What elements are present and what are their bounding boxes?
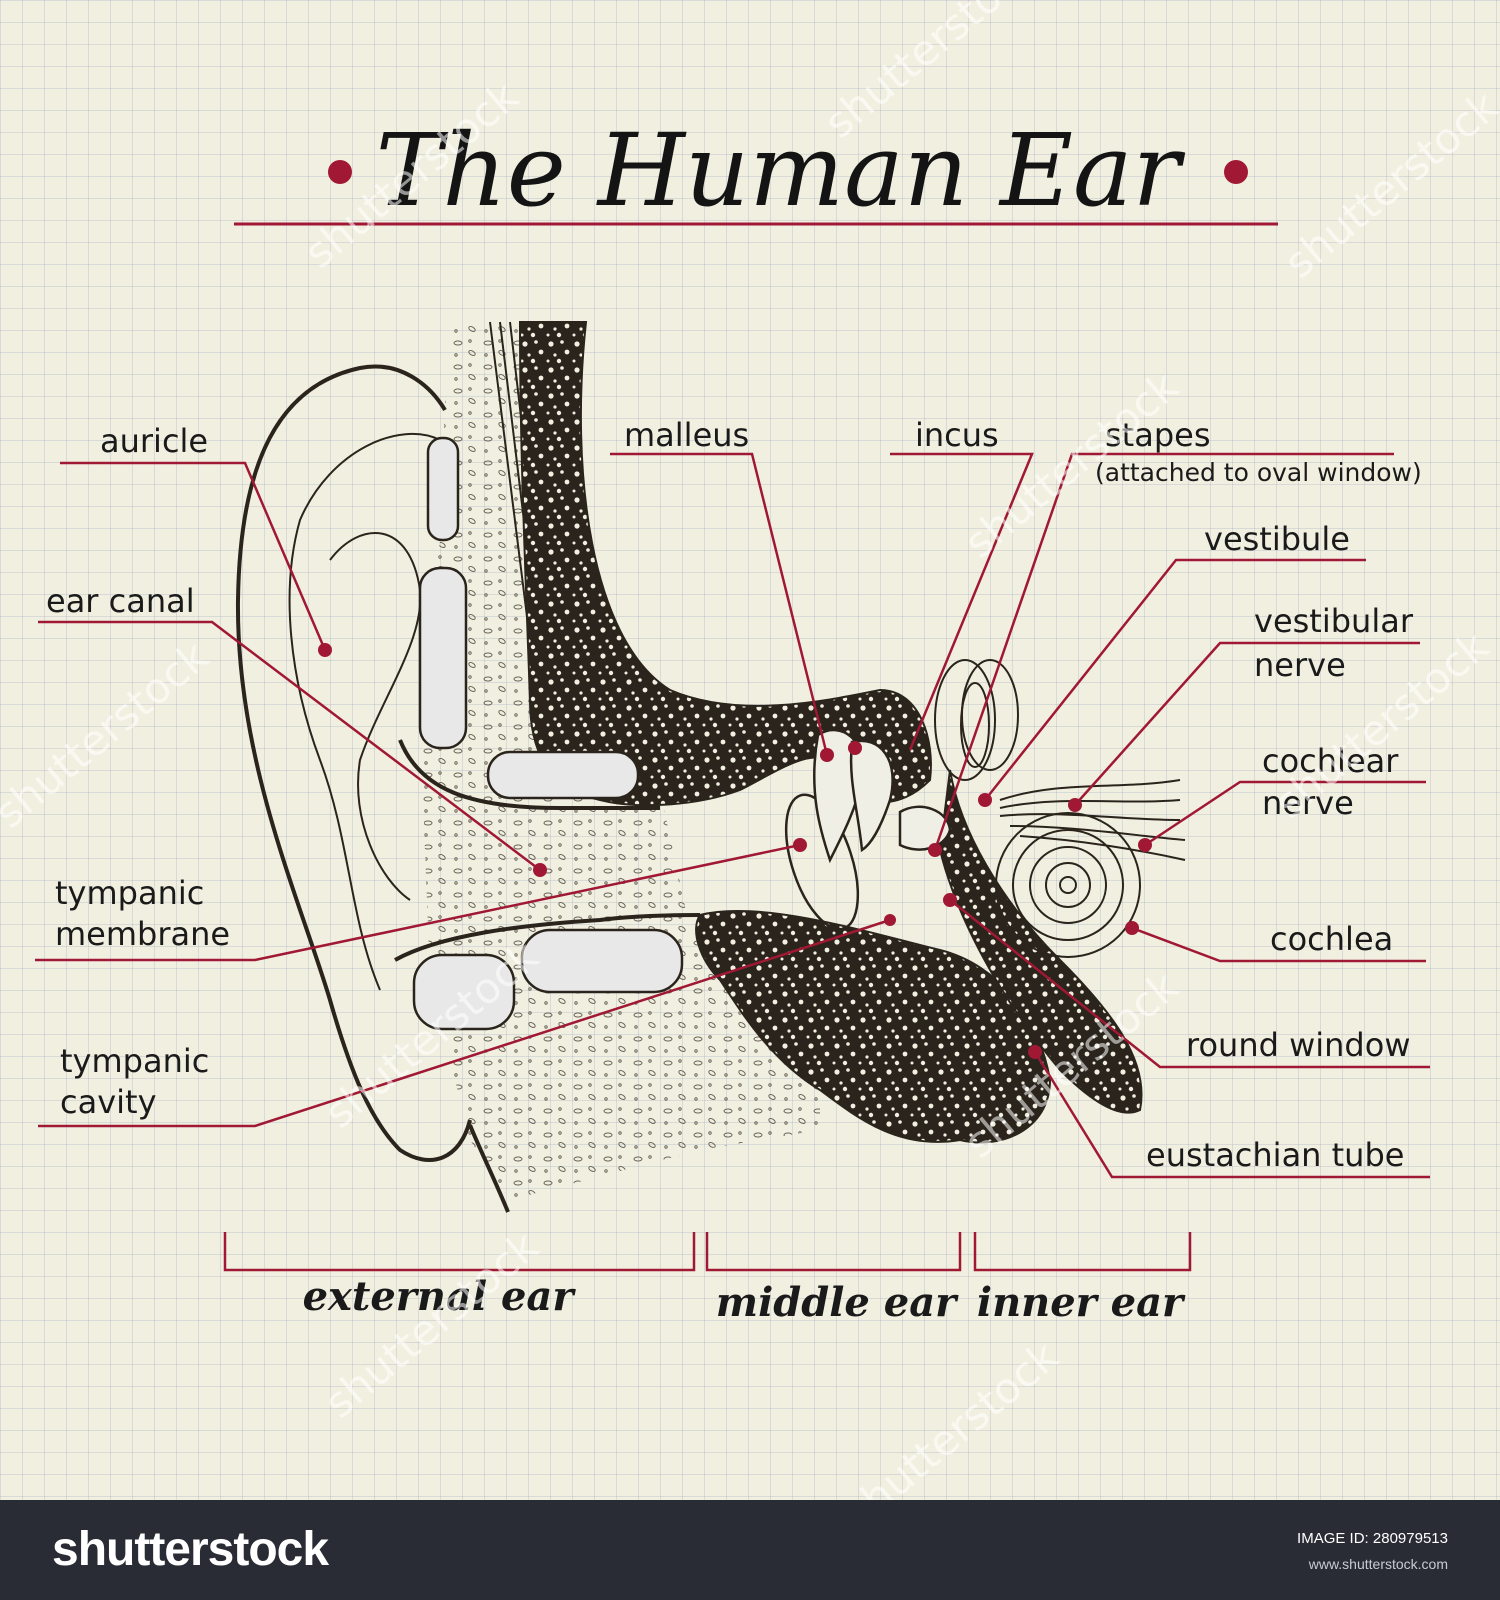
diagram-sheet: The Human Ear [0, 0, 1500, 1500]
label-vestibular-nerve-line1: vestibular [1254, 602, 1414, 640]
label-malleus: malleus [624, 416, 749, 454]
footer-logo[interactable]: shutterstock [52, 1523, 329, 1576]
incus-leader [890, 452, 1034, 751]
label-stapes-note: (attached to oval window) [1095, 458, 1422, 487]
cochlear-nerve-dot [1138, 838, 1152, 852]
label-ear-canal: ear canal [46, 582, 195, 620]
vestibule-leader [984, 558, 1366, 801]
label-tympanic-membrane-line1: tympanic [55, 874, 204, 912]
cochlear-nerve-leader [1144, 780, 1426, 847]
cochlea-leader [1131, 926, 1426, 963]
label-tympanic-cavity-line1: tympanic [60, 1042, 209, 1080]
vestibular-nerve-leader [1074, 641, 1420, 806]
footer-image-id: IMAGE ID: 280979513 [1297, 1530, 1448, 1547]
auricle-outline [235, 364, 472, 1162]
cochlea-dot [1125, 921, 1139, 935]
tympanic-membrane-dot [793, 838, 807, 852]
section-label-middle-ear: middle ear [716, 1279, 959, 1326]
label-tympanic-membrane-line2: membrane [55, 915, 230, 953]
label-vestibular-nerve-line2: nerve [1254, 646, 1346, 684]
tympanic-cavity-dot [884, 914, 896, 926]
cartilage-4 [412, 953, 516, 1031]
title-group: The Human Ear [234, 112, 1278, 229]
malleus-leader [610, 452, 829, 756]
incus-shape [849, 739, 894, 853]
label-cochlea: cochlea [1270, 920, 1393, 958]
auditory-nerve-fibres [999, 779, 1186, 861]
temporal-bone-upper [518, 321, 932, 807]
ear-canal-leader [38, 620, 541, 871]
page-title: The Human Ear [376, 112, 1186, 229]
temporal-bone-lower [695, 909, 1052, 1144]
ear-diagram: The Human Ear [35, 112, 1430, 1326]
label-cochlear-nerve-line1: cochlear [1262, 742, 1399, 780]
eustachian-tube-wall [938, 769, 1143, 1114]
cochlea-spiral [995, 812, 1141, 958]
label-cochlear-nerve-line2: nerve [1262, 784, 1354, 822]
stapes-shape [898, 805, 952, 851]
leader-lines [35, 452, 1430, 1179]
label-vestibule: vestibule [1204, 520, 1350, 558]
auricle-dot [318, 643, 332, 657]
malleus-dot [820, 748, 834, 762]
external-ear-bracket [223, 1232, 696, 1272]
ear-canal-dot [533, 863, 547, 877]
title-left-bullet [328, 160, 352, 184]
auricle-antihelix [329, 531, 422, 901]
label-stapes: stapes [1105, 416, 1211, 454]
middle-ear-bracket [705, 1232, 962, 1272]
eustachian-tube-dot [1028, 1045, 1042, 1059]
tympanic-membrane-leader [35, 843, 801, 962]
vestibular-nerve-dot [1068, 798, 1082, 812]
auricle-leader [60, 461, 327, 651]
inner-ear-bracket [973, 1232, 1192, 1272]
cartilage-2 [418, 566, 468, 750]
auricle-helix [288, 432, 441, 991]
vestibule-dot [978, 793, 992, 807]
label-round-window: round window [1186, 1026, 1410, 1064]
ear-illustration [235, 321, 1186, 1213]
cartilage-5 [520, 928, 684, 994]
tympanic-cavity-leader [38, 918, 891, 1128]
section-brackets: external ear middle ear inner ear [223, 1232, 1192, 1326]
canal-lower-wall [394, 913, 701, 962]
footer-image-id-label: IMAGE ID: [1297, 1530, 1369, 1547]
lobule-edge [468, 1124, 510, 1213]
footer-image-id-value: 280979513 [1372, 1530, 1448, 1547]
label-tympanic-cavity-line2: cavity [60, 1083, 157, 1121]
semicircular-canals [934, 659, 1019, 781]
stapes-leader [933, 452, 1394, 851]
label-eustachian-tube: eustachian tube [1146, 1136, 1404, 1174]
labels: auricle ear canal tympanic membrane tymp… [46, 416, 1422, 1174]
canal-upper-wall [398, 739, 660, 810]
tympanic-membrane-shape [784, 793, 860, 931]
round-window-dot [943, 893, 957, 907]
footer-url[interactable]: www.shutterstock.com [1308, 1556, 1448, 1572]
eustachian-tube-leader [1033, 1051, 1430, 1179]
cartilage-3 [486, 750, 640, 800]
round-window-leader [949, 899, 1430, 1069]
section-label-external-ear: external ear [303, 1273, 577, 1320]
cartilage-1 [426, 436, 460, 542]
section-label-inner-ear: inner ear [977, 1279, 1186, 1326]
stock-footer: shutterstock IMAGE ID: 280979513 www.shu… [0, 1500, 1500, 1600]
incus-dot [848, 741, 862, 755]
stapes-dot [928, 843, 942, 857]
title-right-bullet [1224, 160, 1248, 184]
label-auricle: auricle [100, 422, 208, 460]
label-incus: incus [915, 416, 999, 454]
